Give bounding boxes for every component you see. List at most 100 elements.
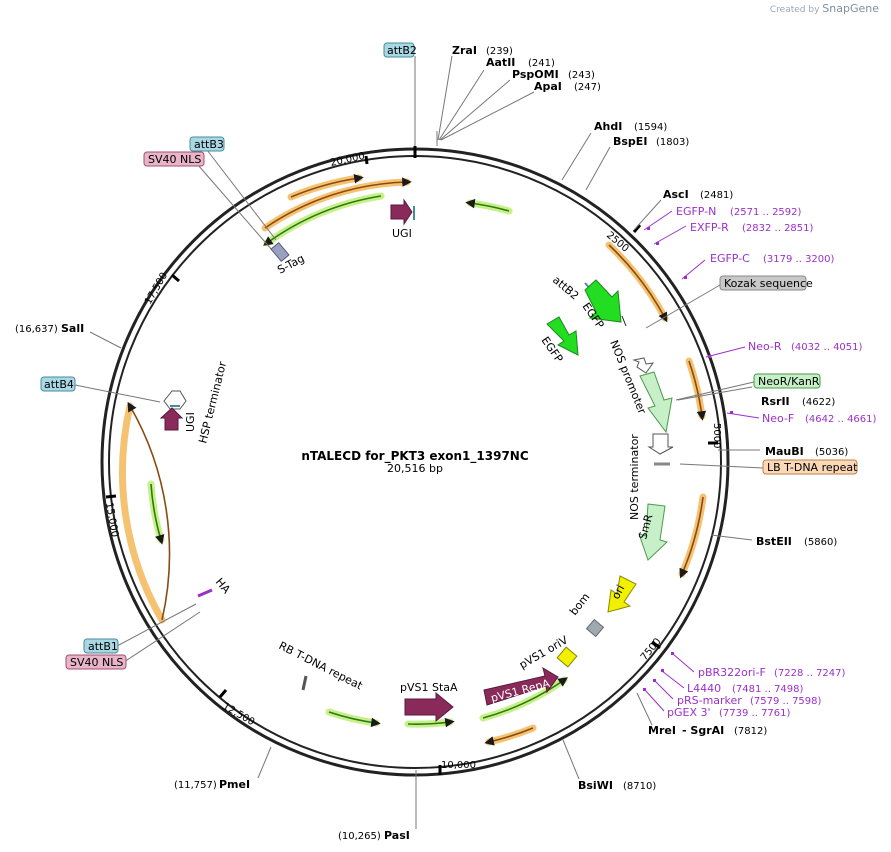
ha-label: HA <box>213 576 233 597</box>
site-bsteii: BstEII <box>756 535 792 548</box>
site-asci: AscI <box>663 188 689 201</box>
attb2-inner-label: attB2 <box>550 273 581 302</box>
attb1-label: attB1 <box>88 640 118 653</box>
boxed-labels: attB2 attB3 SV40 NLS Kozak sequence NeoR… <box>40 42 858 670</box>
primer-exfp-r-pos: (2832 .. 2851) <box>742 223 814 234</box>
site-bspei: BspEI <box>613 135 647 148</box>
kozak-box <box>719 275 807 291</box>
site-aatii-pos: (241) <box>528 58 555 69</box>
primer-neo-r: Neo-R <box>748 340 782 353</box>
watermark-brand: SnapGene <box>822 2 879 15</box>
stag-mark <box>270 241 290 263</box>
pvs1-repa-label: pVS1 RepA <box>489 677 551 705</box>
site-zrai: ZraI <box>452 44 477 57</box>
bom-label: bom <box>567 591 592 618</box>
pvs1-oriv-mark <box>556 646 578 668</box>
site-apai-pos: (247) <box>574 82 601 93</box>
site-mrei: MreI <box>648 724 676 737</box>
ugi-left-arrow <box>159 407 184 431</box>
smr-arrow <box>638 503 668 561</box>
site-sali-pos: (16,637) <box>15 324 58 335</box>
egfp-arrow-2 <box>546 316 579 356</box>
attb3-label: attB3 <box>194 138 224 151</box>
nos-promoter-small-arrow <box>632 357 655 374</box>
site-bsiwi: BsiWI <box>578 779 613 792</box>
tick-label: 20,000 <box>329 151 366 169</box>
site-bsiwi-pos: (8710) <box>623 781 656 792</box>
sv40-nls-box-bottom <box>65 654 127 670</box>
sv40-nls-label-top: SV40 NLS <box>148 153 201 166</box>
site-maubi: MauBI <box>765 445 804 458</box>
bom-mark <box>585 618 605 638</box>
pvs1-repa-arrow <box>483 666 559 706</box>
primer-neo-f-pos: (4642 .. 4661) <box>805 414 877 425</box>
lb-tdna-box <box>762 459 858 475</box>
box-leaders <box>74 56 764 663</box>
primer-l4440-pos: (7481 .. 7498) <box>732 684 804 695</box>
site-zrai-pos: (239) <box>486 46 513 57</box>
site-leader-lines <box>89 55 760 829</box>
egfp-arrow-1 <box>584 279 622 323</box>
map-title: nTALECD for_PKT3 exon1_1397NC <box>301 449 529 464</box>
smr-label: SmR <box>636 513 655 541</box>
site-ahdi: AhdI <box>594 120 622 133</box>
primer-pgex3-pos: (7739 .. 7761) <box>719 708 791 719</box>
orange-arcs-core <box>127 173 707 746</box>
ugi-left-label: UGI <box>184 412 197 432</box>
pvs1-staa-arrow <box>404 691 454 723</box>
site-rsrii: RsrII <box>761 395 790 408</box>
site-ahdi-pos: (1594) <box>634 122 667 133</box>
attb2-box <box>383 42 415 58</box>
site-sali: SalI <box>61 322 84 335</box>
watermark-prefix: Created by <box>769 5 820 15</box>
neor-kanr-box <box>753 373 821 389</box>
primer-egfp-n: EGFP-N <box>676 205 716 218</box>
tick-label: 5000 <box>711 423 722 448</box>
site-bsteii-pos: (5860) <box>804 537 837 548</box>
site-pspomi: PspOMI <box>512 68 559 81</box>
green-arcs-core <box>150 195 568 728</box>
primer-prs-marker: pRS-marker <box>677 694 742 707</box>
sv40-nls-label-bottom: SV40 NLS <box>70 656 123 669</box>
tick-label: 15,000 <box>103 502 120 538</box>
attb4-label: attB4 <box>44 378 74 391</box>
primers: EGFP-N (2571 .. 2592) EXFP-R (2832 .. 28… <box>667 205 877 719</box>
snapgene-watermark: Created by SnapGene <box>770 2 879 15</box>
attb1-box <box>83 638 119 654</box>
pvs1-staa-label: pVS1 StaA <box>400 681 458 694</box>
ugi-top-label: UGI <box>392 227 412 240</box>
primer-l4440: L4440 <box>687 682 721 695</box>
site-aatii: AatII <box>486 56 515 69</box>
lb-tdna-label: LB T-DNA repeat <box>767 461 858 474</box>
primer-egfp-c-pos: (3179 .. 3200) <box>763 254 835 265</box>
tick-marks <box>105 146 718 775</box>
primer-leader-lines <box>643 210 760 712</box>
primer-prs-marker-pos: (7579 .. 7598) <box>750 696 822 707</box>
site-pmei: PmeI <box>219 778 250 791</box>
attb2-label: attB2 <box>387 44 417 57</box>
map-length: 20,516 bp <box>387 462 443 475</box>
site-pasi-pos: (10,265) <box>338 831 381 842</box>
tick-label: 12,500 <box>221 701 257 728</box>
site-pspomi-pos: (243) <box>568 70 595 81</box>
primer-egfp-c: EGFP-C <box>710 252 750 265</box>
nos-terminator-label: NOS terminator <box>628 434 641 520</box>
site-sgrai: - SgrAI <box>682 724 724 737</box>
primer-pbr322ori-f-pos: (7228 .. 7247) <box>774 668 846 679</box>
sv40-nls-box-top <box>143 151 205 167</box>
neor-kanr-arrow <box>639 371 673 434</box>
nos-terminator-arrow <box>647 433 674 455</box>
neor-kanr-label: NeoR/KanR <box>758 375 820 388</box>
ori-arrow <box>607 575 637 613</box>
primer-neo-f: Neo-F <box>762 412 794 425</box>
tick-label: 10,000 <box>441 760 476 771</box>
primer-exfp-r: EXFP-R <box>690 221 729 234</box>
site-pasi: PasI <box>384 829 410 842</box>
site-mrei-pos: (7812) <box>734 726 767 737</box>
kozak-label: Kozak sequence <box>724 277 813 290</box>
site-rsrii-pos: (4622) <box>802 397 835 408</box>
primer-pbr322ori-f: pBR322ori-F <box>698 666 766 679</box>
site-asci-pos: (2481) <box>700 190 733 201</box>
site-pmei-pos: (11,757) <box>174 780 217 791</box>
